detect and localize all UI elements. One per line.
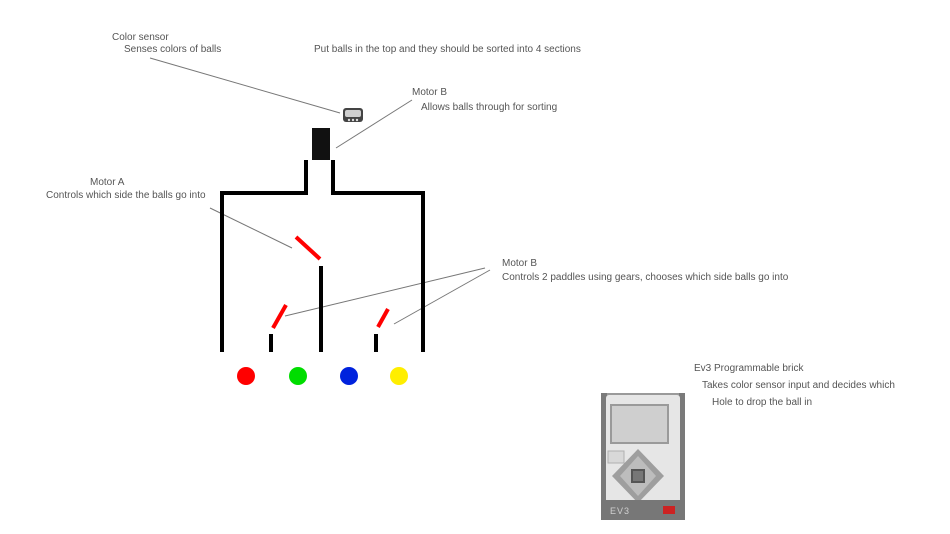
brick-title: Ev3 Programmable brick (694, 363, 804, 374)
motor-b-top-desc: Allows balls through for sorting (421, 102, 557, 113)
motor-b-bottom-title: Motor B (502, 258, 537, 269)
motor-b-top-block (312, 128, 330, 160)
paddles (271, 235, 390, 329)
leader-motor-b-right-paddle (393, 269, 491, 325)
color-sensor-desc: Senses colors of balls (124, 44, 221, 55)
left-paddle (271, 304, 288, 329)
color-sensor-title: Color sensor (112, 32, 169, 43)
ball-red (237, 367, 255, 385)
motor-b-top-title: Motor B (412, 87, 447, 98)
balls (237, 367, 408, 385)
ball-green (289, 367, 307, 385)
sorter-structure (220, 160, 425, 352)
motor-a-title: Motor A (90, 177, 125, 188)
brick-desc-line2: Hole to drop the ball in (712, 397, 812, 408)
brick-desc-line1: Takes color sensor input and decides whi… (702, 380, 895, 391)
leader-motor-b-left-paddle (284, 267, 486, 317)
color-sensor-icon (343, 108, 363, 122)
leader-color-sensor (149, 57, 341, 114)
ev3-brick-icon: EV3 (601, 393, 685, 520)
ball-yellow (390, 367, 408, 385)
brick-logo: EV3 (610, 506, 630, 516)
motor-b-bottom-desc: Controls 2 paddles using gears, chooses … (502, 272, 789, 283)
right-paddle (376, 308, 390, 328)
instruction-text: Put balls in the top and they should be … (314, 44, 581, 55)
right-wall (331, 160, 425, 352)
ball-blue (340, 367, 358, 385)
motor-a-desc: Controls which side the balls go into (46, 190, 206, 201)
leader-motor-b-top (335, 99, 413, 149)
left-wall (220, 160, 308, 352)
motor-a-paddle (294, 235, 322, 261)
